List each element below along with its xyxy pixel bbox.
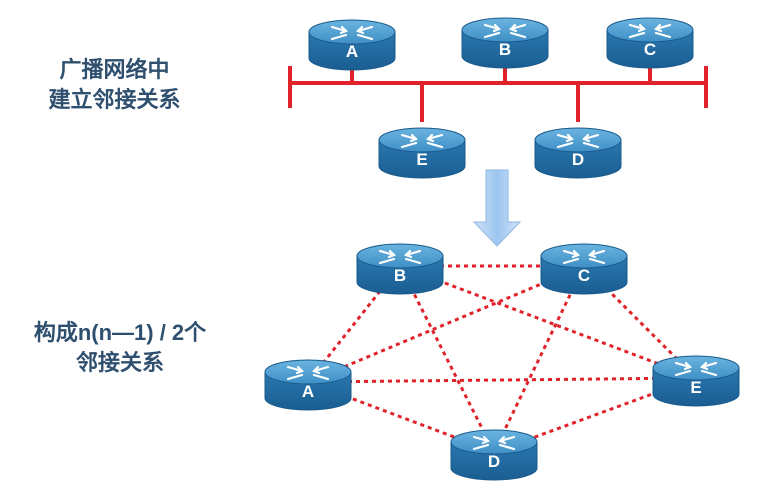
router-arrows-icon bbox=[330, 25, 374, 41]
router-top-b: B bbox=[461, 17, 549, 69]
broadcast-caption-line2: 建立邻接关系 bbox=[48, 87, 181, 112]
router-label: A bbox=[302, 382, 314, 401]
router-top-e: E bbox=[378, 127, 466, 179]
router-top-d: D bbox=[534, 127, 622, 179]
router-arrows-icon bbox=[674, 361, 718, 377]
router-arrows-icon bbox=[556, 133, 600, 149]
router-label: A bbox=[346, 42, 358, 61]
router-arrows-icon bbox=[400, 133, 444, 149]
router-mesh-d: D bbox=[450, 429, 538, 481]
router-mesh-e: E bbox=[652, 355, 740, 407]
router-arrows-icon bbox=[378, 249, 422, 265]
router-label: B bbox=[394, 266, 406, 285]
router-label: C bbox=[578, 266, 590, 285]
router-arrows-icon bbox=[483, 23, 527, 39]
mesh-link bbox=[492, 265, 586, 453]
router-mesh-c: C bbox=[540, 243, 628, 295]
mesh-link bbox=[307, 376, 697, 384]
router-mesh-b: B bbox=[356, 243, 444, 295]
mesh-link bbox=[307, 264, 585, 384]
mesh-caption-line2: 邻接关系 bbox=[75, 350, 164, 375]
routers: A B C E D B C A E D bbox=[264, 17, 740, 481]
router-top-c: C bbox=[606, 17, 694, 69]
router-top-a: A bbox=[308, 19, 396, 71]
router-arrows-icon bbox=[562, 249, 606, 265]
broadcast-caption-line1: 广播网络中 bbox=[59, 57, 170, 82]
router-arrows-icon bbox=[286, 365, 330, 381]
mesh-caption: 构成n(n—1) / 2个 邻接关系 bbox=[20, 318, 220, 378]
router-mesh-a: A bbox=[264, 359, 352, 411]
down-arrow-icon bbox=[472, 169, 522, 247]
router-label: E bbox=[690, 378, 701, 397]
mesh-links bbox=[306, 264, 698, 454]
router-arrows-icon bbox=[472, 435, 516, 451]
router-label: D bbox=[572, 150, 584, 169]
broadcast-caption: 广播网络中 建立邻接关系 bbox=[22, 55, 207, 115]
router-arrows-icon bbox=[628, 23, 672, 39]
router-label: D bbox=[488, 452, 500, 471]
mesh-link bbox=[398, 265, 496, 453]
router-label: C bbox=[644, 40, 656, 59]
router-label: B bbox=[499, 40, 511, 59]
router-label: E bbox=[416, 150, 427, 169]
mesh-caption-line1: 构成n(n—1) / 2个 bbox=[33, 320, 207, 345]
